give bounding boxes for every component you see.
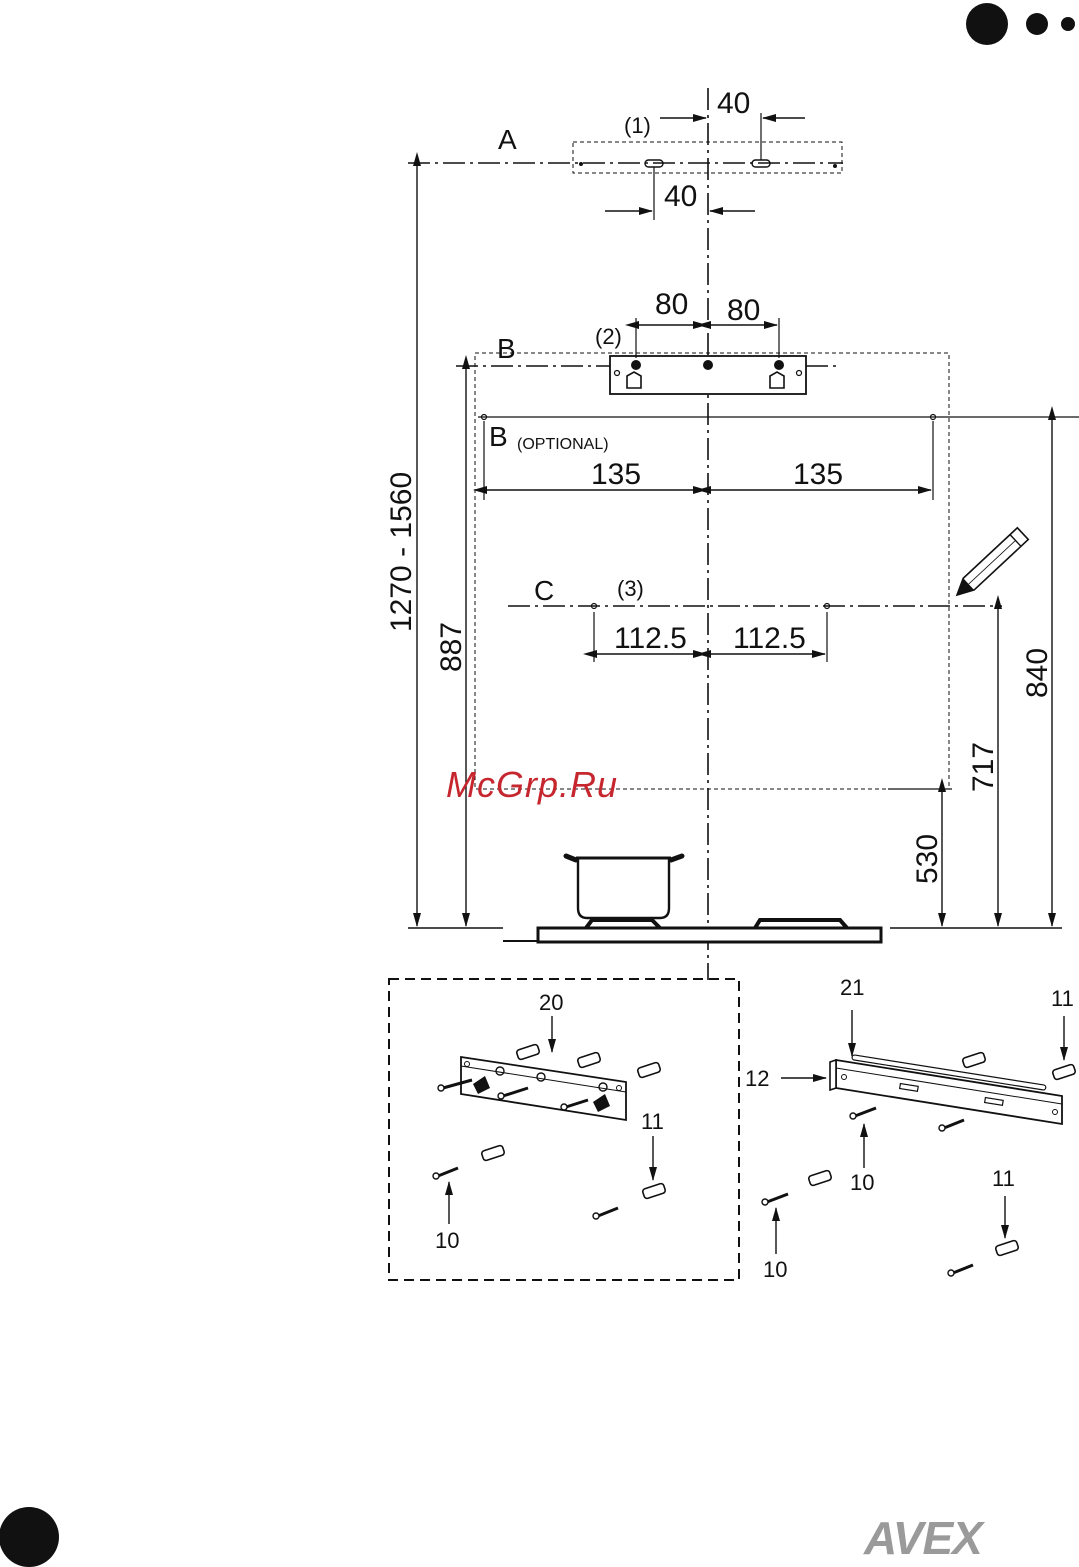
page-indicator [966,3,1075,45]
bracket-hook-left [627,372,641,388]
cooktop [408,856,1062,942]
dim-bopt-right: 135 [793,458,843,491]
bracket-bolt-right [774,360,784,370]
label-c: C [534,575,554,606]
label-a: A [498,124,517,155]
watermark: McGrp.Ru [446,764,618,805]
ref-3: (3) [617,576,644,601]
dim-b-right: 80 [727,294,760,327]
dim-a-top: 40 [717,87,750,120]
part-11-right-bottom: 11 [992,1166,1015,1191]
bracket-bolt-left [631,360,641,370]
dim-c-left: 112.5 [614,622,687,655]
vertical-dimensions: 1270 - 1560 887 840 717 530 [385,165,1054,926]
part-10-left: 10 [435,1228,459,1253]
brand-logo: AVEX [863,1512,985,1564]
part-11-left: 11 [641,1109,664,1134]
dim-c-right: 112.5 [733,622,806,655]
label-b: B [497,333,516,364]
pencil-icon [952,528,1029,601]
level-b: B (2) 80 80 [456,288,949,789]
ref-2: (2) [595,324,622,349]
label-b-optional: B [489,421,508,452]
part-10-right-bottom: 10 [763,1257,787,1282]
level-a: A (1) 40 40 [408,87,843,220]
dim-total-height: 1270 - 1560 [385,472,418,632]
part-10-right-mid: 10 [850,1170,874,1195]
bracket-hook-right [770,372,784,388]
level-b-optional: B (OPTIONAL) 135 135 [478,415,1079,501]
medium-dot [1026,13,1048,35]
ref-1: (1) [624,113,651,138]
dim-717: 717 [967,742,1000,792]
dim-887: 887 [435,622,468,672]
dim-530: 530 [911,834,944,884]
dim-b-left: 80 [655,288,688,321]
part-12: 12 [745,1066,769,1091]
level-c: C (3) 112.5 112.5 [508,528,1028,662]
mounting-kit-left: 20 11 10 [389,979,739,1280]
large-dot [966,3,1008,45]
dim-840: 840 [1021,648,1054,698]
dim-a-bottom: 40 [664,180,697,213]
part-20: 20 [539,990,563,1015]
part-21: 21 [840,975,864,1000]
mounting-kit-right: 21 11 12 10 11 10 [745,975,1076,1282]
cooking-pot-icon [566,856,682,918]
part-11-right-top: 11 [1051,986,1074,1011]
dim-bopt-left: 135 [591,458,641,491]
page-number-dot [0,1507,59,1567]
bracket-bolt-center [703,360,713,370]
label-b-optional-note: (OPTIONAL) [517,436,609,453]
hood-outline [475,353,949,789]
small-dot [1061,17,1075,31]
